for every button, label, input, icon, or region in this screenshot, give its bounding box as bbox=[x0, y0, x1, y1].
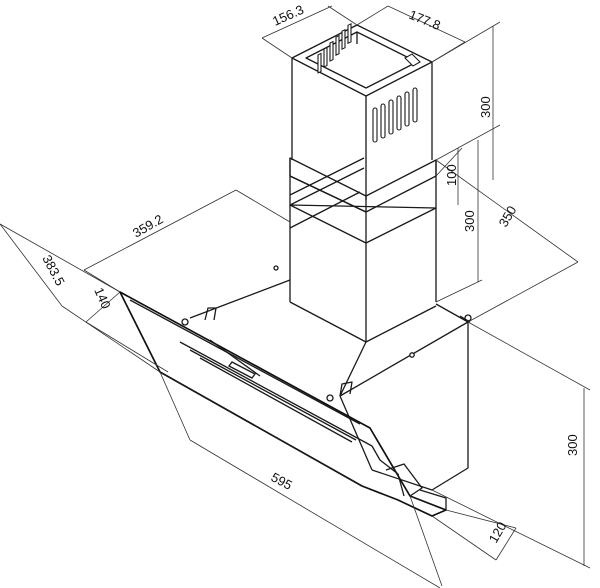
vent-slots-right bbox=[372, 87, 418, 143]
dim-line-wall-offset bbox=[435, 159, 579, 263]
dim-line-hood-width bbox=[189, 439, 441, 588]
hood-top-back-edge bbox=[189, 279, 291, 319]
label-chimney-depth: 156.3 bbox=[270, 2, 306, 29]
label-glass-panel: 383.5 bbox=[39, 252, 68, 288]
dim-line-bottom-depth bbox=[495, 527, 517, 561]
label-upper-height: 300 bbox=[478, 96, 493, 118]
dim-line-glass-panel bbox=[0, 223, 63, 307]
control-panel bbox=[228, 361, 256, 379]
screw-top bbox=[273, 265, 279, 271]
label-lower-height: 300 bbox=[462, 210, 477, 232]
dim-line-chimney-depth bbox=[261, 5, 333, 39]
dimension-lines bbox=[0, 5, 591, 588]
label-body-height: 300 bbox=[565, 434, 580, 456]
upper-chimney bbox=[291, 22, 433, 200]
dim-line-chimney-width bbox=[387, 5, 466, 43]
glass-lower-fin bbox=[385, 463, 423, 497]
label-bottom-depth: 120 bbox=[486, 519, 510, 545]
glass-edge-inner-1 bbox=[179, 341, 373, 447]
hood-top-front-edge bbox=[339, 321, 469, 397]
dim-line-hood-depth bbox=[83, 189, 237, 271]
mount-bracket-right bbox=[339, 381, 353, 397]
lower-chimney bbox=[289, 157, 437, 343]
glass-control-strip bbox=[209, 339, 261, 377]
label-wall-offset: 350 bbox=[496, 203, 520, 229]
screw-right bbox=[326, 394, 334, 402]
chimney-overlap-band bbox=[289, 157, 437, 213]
hood-right-side bbox=[431, 303, 469, 491]
upper-chimney-inner-rim bbox=[305, 31, 418, 89]
label-glass-depth: 140 bbox=[91, 285, 114, 311]
dimension-labels: 156.3 177.8 300 100 300 350 359.2 383.5 … bbox=[39, 2, 580, 546]
screw-center bbox=[409, 352, 415, 358]
glass-lower-bracket bbox=[371, 445, 405, 497]
screw-left bbox=[181, 318, 189, 326]
hood-body bbox=[181, 265, 472, 491]
dim-line-glass-depth bbox=[85, 291, 121, 323]
vent-corner-top bbox=[404, 53, 421, 67]
label-hood-width: 595 bbox=[269, 469, 295, 492]
label-overlap: 100 bbox=[444, 164, 459, 186]
overlap-diagonal-1 bbox=[289, 157, 365, 196]
vent-slots-top bbox=[317, 22, 352, 74]
label-chimney-width: 177.8 bbox=[407, 7, 443, 33]
overlap-diagonal-2 bbox=[289, 167, 365, 206]
chimney-lower-band bbox=[289, 204, 437, 244]
mount-bracket-left bbox=[204, 307, 217, 321]
